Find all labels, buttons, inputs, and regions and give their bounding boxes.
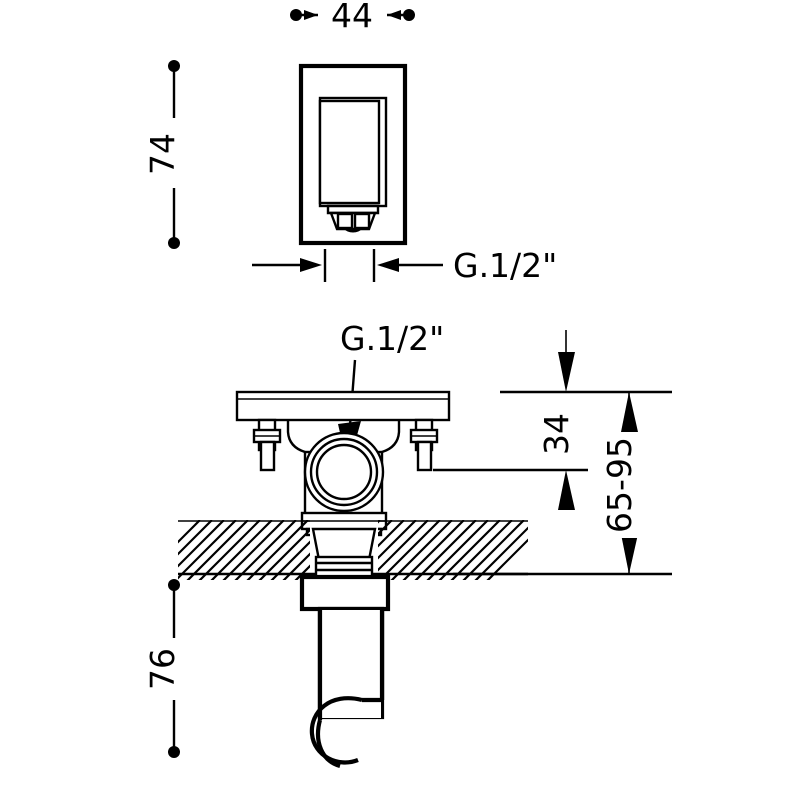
dim34-arrow-top (558, 352, 575, 392)
dimension-label-thread-top: G.1/2" (453, 246, 557, 285)
valve-thread-block (314, 555, 374, 579)
dimension-label-44: 44 (331, 0, 373, 35)
thread-dim-arrow-right (377, 258, 399, 272)
dim6595-arrow-bottom (621, 534, 638, 574)
dimension-spout-drop: 76 (143, 579, 182, 758)
dim6595-text-gap (611, 432, 649, 538)
dimension-thread-top: G.1/2" (252, 246, 557, 285)
dim-arrow-left (304, 10, 318, 20)
dimension-top-width: 44 (290, 0, 415, 35)
spout-escutcheon (299, 574, 391, 612)
front-elevation-view (298, 63, 408, 246)
dim6595-arrow-top (621, 392, 638, 432)
stud-right-thread (416, 440, 433, 472)
dimension-label-34: 34 (537, 413, 576, 455)
hex-nut-collar (326, 204, 380, 215)
dimension-wall-range: 65-95 (453, 392, 672, 576)
dimension-label-65-95: 65-95 (600, 437, 639, 533)
dimension-top-height: 74 (143, 60, 182, 249)
spout-hook-outer (309, 696, 363, 765)
dim34-text-gap (548, 398, 586, 466)
hex-nut-bottom-curve (344, 227, 362, 233)
dimension-label-74: 74 (143, 133, 182, 175)
hex-nut-face-left (336, 212, 354, 230)
bracket-shoulder-right (381, 420, 401, 454)
thread-dim-arrow-left (300, 258, 322, 272)
stud-left-thread (259, 440, 276, 472)
spout-hook-inner (315, 719, 341, 769)
dimension-label-thread-side: G.1/2" (340, 319, 444, 358)
lever-handle-inner-face (318, 99, 381, 205)
bracket-shoulder-left (286, 420, 306, 454)
dimension-label-76: 76 (143, 648, 182, 690)
dim-arrow-right (387, 10, 401, 20)
dimension-projection: 34 (433, 330, 672, 510)
valve-boss-inner-circle (315, 443, 373, 501)
mounting-plate (235, 390, 451, 422)
hex-nut-face-right (353, 212, 371, 230)
side-section-view (178, 390, 528, 769)
dim34-arrow-bottom (558, 470, 575, 510)
